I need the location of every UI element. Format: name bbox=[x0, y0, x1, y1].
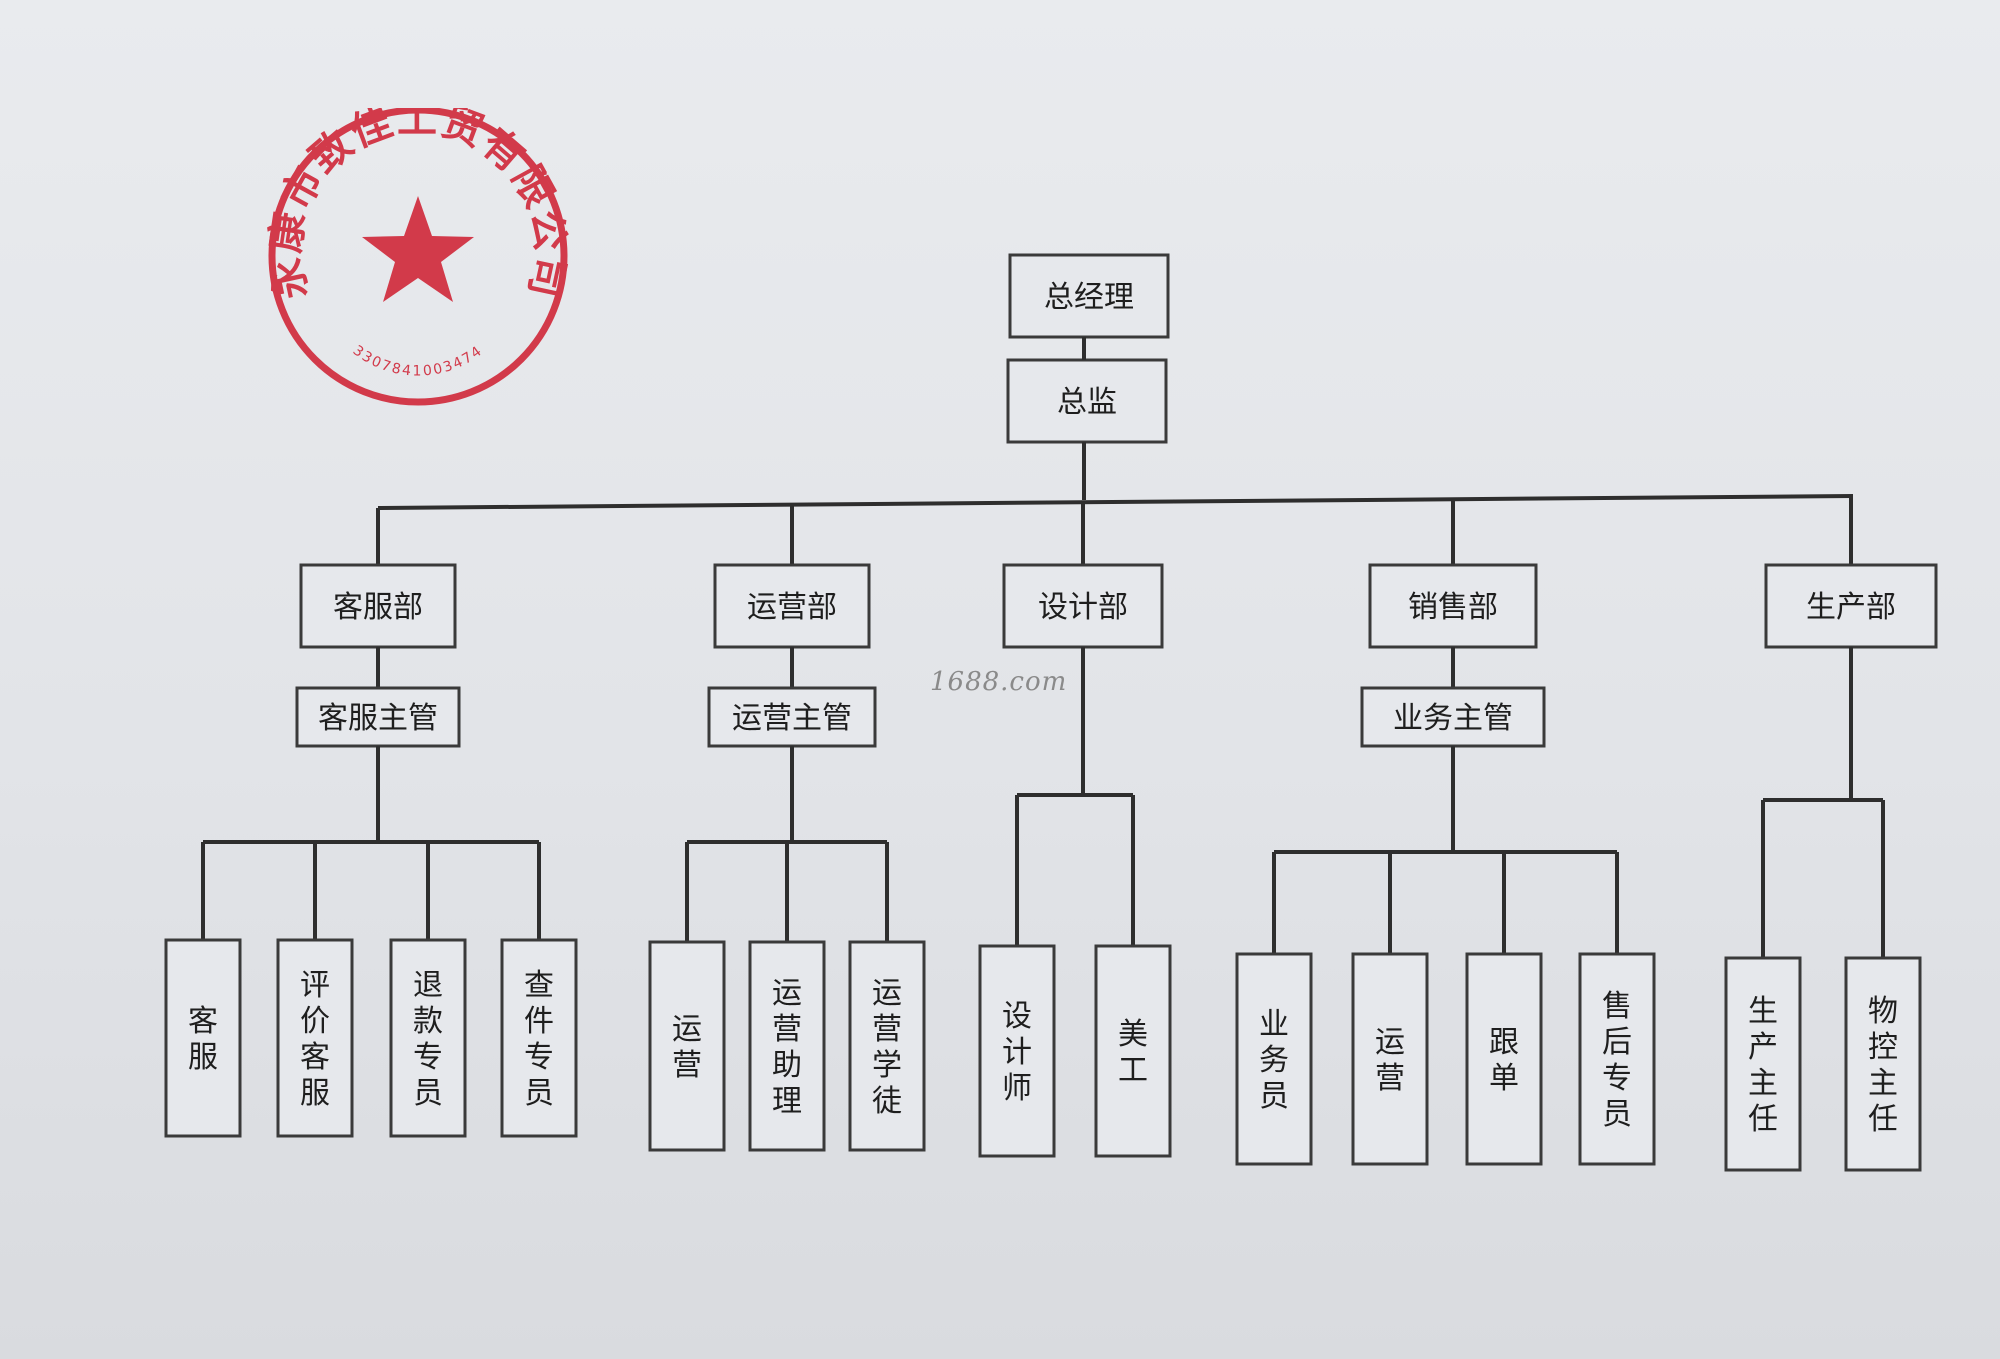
staff-1-1-label: 运营助理 bbox=[772, 976, 802, 1119]
staff-3-3-label: 售后专员 bbox=[1602, 989, 1632, 1132]
dept-4-box bbox=[1764, 563, 1938, 649]
manager-3-label: 业务主管 bbox=[1393, 701, 1513, 736]
staff-2-1-box bbox=[1094, 944, 1172, 1158]
staff-2-1: 美工 bbox=[1094, 944, 1172, 1158]
staff-1-2-box bbox=[848, 940, 926, 1152]
staff-3-1: 运营 bbox=[1351, 952, 1429, 1166]
box-ceo-label: 总经理 bbox=[1044, 280, 1134, 315]
manager-0: 客服主管 bbox=[295, 686, 461, 748]
staff-3-2-label: 跟单 bbox=[1489, 1025, 1519, 1096]
dept-3-box bbox=[1368, 563, 1538, 649]
staff-0-3-box bbox=[500, 938, 578, 1138]
staff-3-3-box bbox=[1578, 952, 1656, 1166]
staff-1-2-label: 运营学徒 bbox=[872, 976, 902, 1119]
seal-ring bbox=[268, 108, 568, 406]
staff-3-2: 跟单 bbox=[1465, 952, 1543, 1166]
staff-0-1-label: 评价客服 bbox=[300, 968, 330, 1111]
manager-3: 业务主管 bbox=[1360, 686, 1546, 748]
manager-1-label: 运营主管 bbox=[732, 701, 852, 736]
dept-0-label: 客服部 bbox=[333, 590, 423, 625]
dept-0-box bbox=[299, 563, 457, 649]
staff-3-1-label: 运营 bbox=[1375, 1025, 1405, 1096]
dept-1-label: 运营部 bbox=[747, 590, 837, 625]
dept-2-label: 设计部 bbox=[1038, 590, 1128, 625]
staff-1-0-box bbox=[648, 940, 726, 1152]
staff-3-2-box bbox=[1465, 952, 1543, 1166]
staff-4-0: 生产主任 bbox=[1724, 956, 1802, 1172]
staff-1-0: 运营 bbox=[648, 940, 726, 1152]
staff-4-1-label: 物控主任 bbox=[1868, 994, 1898, 1137]
staff-1-1-box bbox=[748, 940, 826, 1152]
staff-3-0-label: 业务员 bbox=[1259, 1007, 1289, 1114]
seal-star-icon bbox=[362, 196, 474, 302]
dept-2: 设计部 bbox=[1002, 563, 1164, 649]
staff-0-0: 客服 bbox=[164, 938, 242, 1138]
dept-0: 客服部 bbox=[299, 563, 457, 649]
staff-0-1: 评价客服 bbox=[276, 938, 354, 1138]
box-director-box bbox=[1006, 358, 1168, 444]
staff-4-0-box bbox=[1724, 956, 1802, 1172]
staff-1-0-label: 运营 bbox=[672, 1012, 702, 1083]
box-director-label: 总监 bbox=[1057, 385, 1117, 420]
staff-0-0-label: 客服 bbox=[188, 1004, 218, 1075]
staff-0-2-label: 退款专员 bbox=[413, 968, 443, 1111]
dept-4: 生产部 bbox=[1764, 563, 1938, 649]
manager-0-label: 客服主管 bbox=[318, 701, 438, 736]
connector-line bbox=[377, 494, 1854, 510]
staff-0-2: 退款专员 bbox=[389, 938, 467, 1138]
staff-2-1-label: 美工 bbox=[1118, 1017, 1148, 1088]
staff-4-1-box bbox=[1844, 956, 1922, 1172]
staff-3-0-box bbox=[1235, 952, 1313, 1166]
staff-3-0: 业务员 bbox=[1235, 952, 1313, 1166]
staff-0-2-box bbox=[389, 938, 467, 1138]
dept-3: 销售部 bbox=[1368, 563, 1538, 649]
dept-1: 运营部 bbox=[713, 563, 871, 649]
staff-1-2: 运营学徒 bbox=[848, 940, 926, 1152]
staff-2-0-label: 设计师 bbox=[1002, 999, 1032, 1106]
dept-3-label: 销售部 bbox=[1408, 590, 1498, 625]
dept-2-box bbox=[1002, 563, 1164, 649]
staff-0-0-box bbox=[164, 938, 242, 1138]
dept-4-label: 生产部 bbox=[1806, 590, 1896, 625]
staff-0-1-box bbox=[276, 938, 354, 1138]
staff-0-3: 查件专员 bbox=[500, 938, 578, 1138]
staff-3-1-box bbox=[1351, 952, 1429, 1166]
box-director: 总监 bbox=[1006, 358, 1168, 444]
company-seal: 永康市致佳工贸有限公司 3307841003474 bbox=[262, 108, 572, 406]
box-ceo-box bbox=[1008, 253, 1170, 339]
staff-1-1: 运营助理 bbox=[748, 940, 826, 1152]
box-ceo: 总经理 bbox=[1008, 253, 1170, 339]
manager-1: 运营主管 bbox=[707, 686, 877, 748]
staff-0-3-label: 查件专员 bbox=[524, 968, 554, 1111]
staff-2-0: 设计师 bbox=[978, 944, 1056, 1158]
staff-2-0-box bbox=[978, 944, 1056, 1158]
manager-1-box bbox=[707, 686, 877, 748]
staff-4-1: 物控主任 bbox=[1844, 956, 1922, 1172]
staff-4-0-label: 生产主任 bbox=[1748, 994, 1778, 1137]
staff-3-3: 售后专员 bbox=[1578, 952, 1656, 1166]
watermark-text: 1688.com bbox=[930, 667, 1067, 697]
